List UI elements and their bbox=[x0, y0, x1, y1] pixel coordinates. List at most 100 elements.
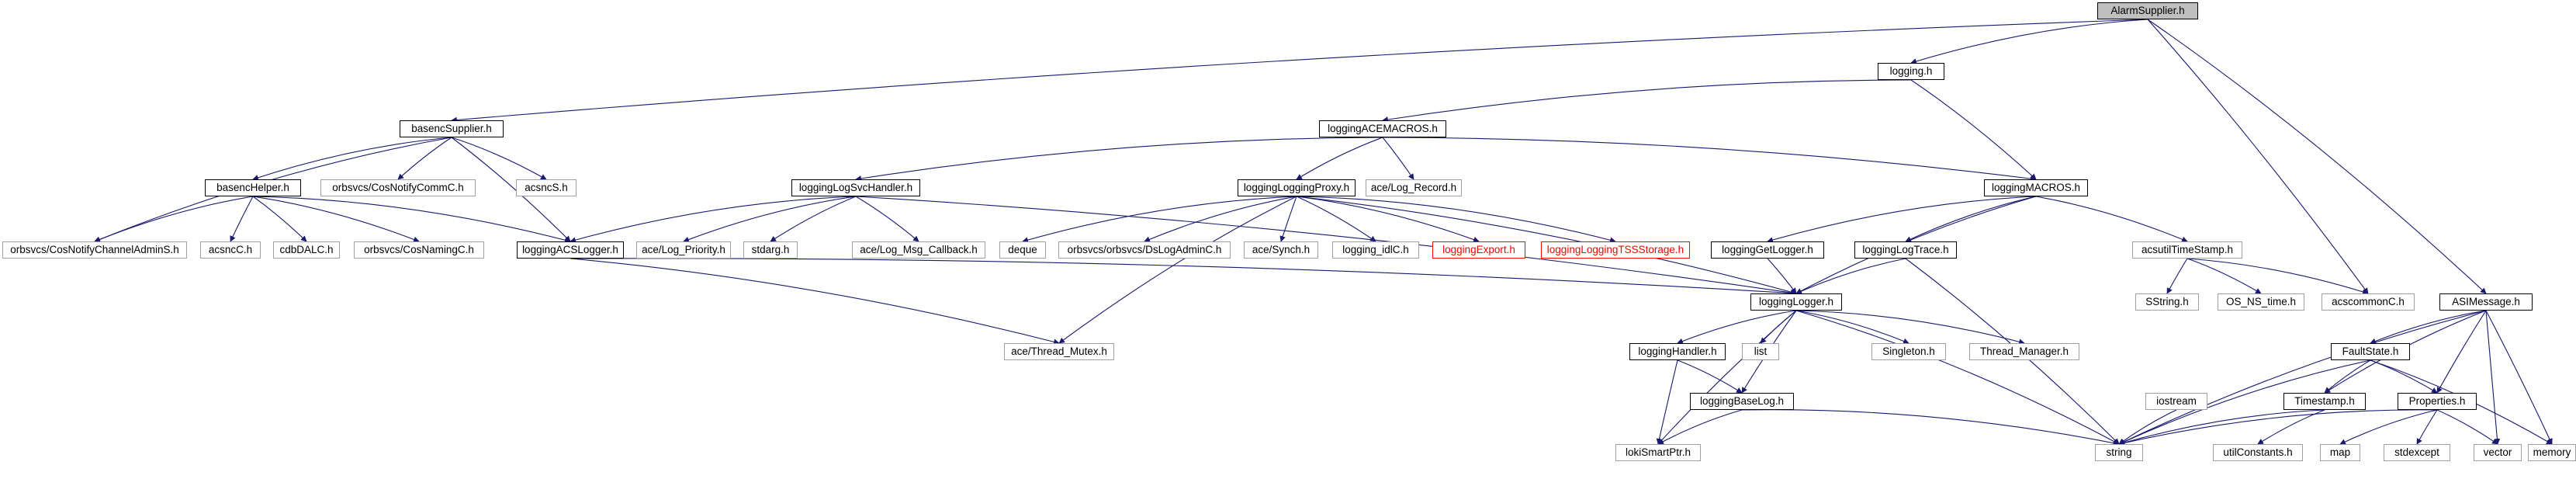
graph-node-acelogpriority[interactable]: ace/Log_Priority.h bbox=[636, 241, 731, 259]
graph-node-logginghandler[interactable]: loggingHandler.h bbox=[1629, 343, 1726, 360]
edge-logginglogger-to-singleton bbox=[1795, 310, 1909, 344]
edge-loggingloggingproxy-to-loggingexport bbox=[1296, 196, 1480, 243]
edge-loggingbaselog-to-lokismartptr bbox=[1657, 409, 1743, 445]
edge-basencsupplier-to-basenchelper bbox=[252, 137, 452, 181]
edge-basenchelper-to-cosnamingc bbox=[252, 196, 420, 243]
edge-logging-to-loggingacemacros bbox=[1382, 79, 1912, 123]
graph-node-cdbdalc[interactable]: cdbDALC.h bbox=[273, 241, 340, 259]
graph-node-cosnotifychanneladmins[interactable]: orbsvcs/CosNotifyChannelAdminS.h bbox=[2, 241, 187, 259]
edge-loggingloggingproxy-to-deque bbox=[1022, 196, 1297, 243]
graph-node-logginglogtrace[interactable]: loggingLogTrace.h bbox=[1854, 241, 1957, 259]
edge-loggingmacros-to-acsutiltimestamp bbox=[2035, 196, 2188, 242]
graph-node-loggingacslogger[interactable]: loggingACSLogger.h bbox=[517, 241, 624, 259]
graph-node-logginglogger[interactable]: loggingLogger.h bbox=[1750, 293, 1842, 311]
graph-node-loggingidlc[interactable]: logging_idlC.h bbox=[1332, 241, 1419, 259]
graph-node-basenchelper[interactable]: basencHelper.h bbox=[205, 179, 301, 196]
graph-node-cosnamingc[interactable]: orbsvcs/CosNamingC.h bbox=[354, 241, 484, 259]
edge-basencsupplier-to-acsncs bbox=[451, 137, 547, 180]
edge-asimessage-to-properties bbox=[2436, 310, 2487, 394]
edge-loggingloggingproxy-to-dslogadminc bbox=[1144, 196, 1297, 242]
edge-loggingacemacros-to-logginglogsvchandler bbox=[855, 137, 1383, 182]
edge-faultstate-to-properties bbox=[2370, 359, 2438, 394]
edge-basenchelper-to-cdbdalc bbox=[252, 196, 307, 242]
edge-logginglogsvchandler-to-acelogpriority bbox=[683, 196, 857, 243]
edge-loggingloggingproxy-to-acesynch bbox=[1279, 196, 1297, 242]
graph-node-faultstate[interactable]: FaultState.h bbox=[2331, 343, 2410, 360]
graph-node-memory[interactable]: memory bbox=[2528, 444, 2576, 461]
edge-loggingloggingproxy-to-loggingidlc bbox=[1296, 196, 1376, 242]
edge-asimessage-to-memory bbox=[2485, 310, 2553, 445]
edge-basenchelper-to-loggingacslogger bbox=[252, 196, 571, 243]
edge-logginglogger-to-threadmanager bbox=[1795, 310, 2025, 345]
graph-node-logginggetlogger[interactable]: loggingGetLogger.h bbox=[1711, 241, 1824, 259]
graph-node-acelogrecord[interactable]: ace/Log_Record.h bbox=[1366, 179, 1462, 196]
graph-node-singleton[interactable]: Singleton.h bbox=[1871, 343, 1946, 360]
edge-logginglogger-to-lokismartptr bbox=[1657, 310, 1797, 445]
graph-node-dslogadminc[interactable]: orbsvcs/orbsvcs/DsLogAdminC.h bbox=[1058, 241, 1231, 259]
graph-node-deque[interactable]: deque bbox=[999, 241, 1046, 259]
edge-acsutiltimestamp-to-osnstime bbox=[2186, 258, 2262, 294]
graph-node-vector[interactable]: vector bbox=[2474, 444, 2522, 461]
edge-iostream-to-string bbox=[2118, 409, 2177, 445]
edge-timestamp-to-string bbox=[2118, 409, 2325, 446]
graph-node-alarmsupplier[interactable]: AlarmSupplier.h bbox=[2097, 2, 2198, 19]
edge-logginghandler-to-loggingbaselog bbox=[1677, 359, 1743, 394]
graph-node-properties[interactable]: Properties.h bbox=[2398, 393, 2477, 410]
graph-node-acesynch[interactable]: ace/Synch.h bbox=[1244, 241, 1318, 259]
graph-node-loggingtssstorage[interactable]: loggingLoggingTSSStorage.h bbox=[1541, 241, 1690, 259]
graph-node-basencsupplier[interactable]: basencSupplier.h bbox=[400, 120, 504, 137]
graph-node-osnstime[interactable]: OS_NS_time.h bbox=[2218, 293, 2304, 311]
edge-logginglogtrace-to-logginglogger bbox=[1795, 258, 1906, 294]
edge-acsutiltimestamp-to-sstring bbox=[2166, 258, 2188, 294]
edge-properties-to-vector bbox=[2436, 409, 2498, 445]
edge-loggingacslogger-to-logginglogger bbox=[570, 258, 1797, 297]
graph-node-threadmanager[interactable]: Thread_Manager.h bbox=[1969, 343, 2079, 360]
graph-node-asimessage[interactable]: ASIMessage.h bbox=[2439, 293, 2533, 311]
graph-node-cosnotifycommc[interactable]: orbsvcs/CosNotifyCommC.h bbox=[320, 179, 476, 196]
graph-node-loggingloggingproxy[interactable]: loggingLoggingProxy.h bbox=[1238, 179, 1356, 196]
graph-node-acelogmsgcallback[interactable]: ace/Log_Msg_Callback.h bbox=[852, 241, 985, 259]
graph-node-string[interactable]: string bbox=[2095, 444, 2143, 461]
edge-loggingacslogger-to-acethreadmutex bbox=[570, 258, 1060, 345]
graph-node-loggingbaselog[interactable]: loggingBaseLog.h bbox=[1690, 393, 1794, 410]
graph-node-acsutiltimestamp[interactable]: acsutilTimeStamp.h bbox=[2132, 241, 2242, 259]
edge-basenchelper-to-cosnotifychanneladmins bbox=[94, 196, 254, 242]
edge-asimessage-to-vector bbox=[2485, 310, 2501, 445]
graph-node-lokismartptr[interactable]: lokiSmartPtr.h bbox=[1615, 444, 1701, 461]
edge-logginglogsvchandler-to-loggingacslogger bbox=[570, 196, 857, 243]
edge-logginglogger-to-string bbox=[1795, 310, 2120, 445]
graph-node-logging[interactable]: logging.h bbox=[1878, 63, 1944, 80]
edge-logginglogsvchandler-to-acelogmsgcallback bbox=[855, 196, 919, 242]
edge-logginglogsvchandler-to-stdarg bbox=[770, 196, 857, 242]
edge-logginghandler-to-lokismartptr bbox=[1656, 359, 1678, 445]
graph-node-stdexcept[interactable]: stdexcept bbox=[2384, 444, 2450, 461]
graph-node-list[interactable]: list bbox=[1742, 343, 1779, 360]
graph-node-loggingacemacros[interactable]: loggingACEMACROS.h bbox=[1319, 120, 1446, 137]
graph-node-loggingexport[interactable]: loggingExport.h bbox=[1432, 241, 1525, 259]
edge-properties-to-map bbox=[2339, 409, 2438, 445]
edge-logginglogger-to-list bbox=[1760, 310, 1797, 344]
graph-node-loggingmacros[interactable]: loggingMACROS.h bbox=[1984, 179, 2088, 196]
graph-node-stdarg[interactable]: stdarg.h bbox=[743, 241, 798, 259]
edge-asimessage-to-faultstate bbox=[2370, 310, 2487, 344]
graph-node-acethreadmutex[interactable]: ace/Thread_Mutex.h bbox=[1004, 343, 1114, 360]
edge-logginggetlogger-to-logginglogger bbox=[1767, 258, 1797, 294]
graph-node-utilconstants[interactable]: utilConstants.h bbox=[2213, 444, 2303, 461]
edge-loggingloggingproxy-to-loggingtssstorage bbox=[1296, 196, 1616, 243]
edge-loggingbaselog-to-string bbox=[1741, 409, 2120, 446]
edge-alarmsupplier-to-logging bbox=[1910, 19, 2148, 64]
graph-node-iostream[interactable]: iostream bbox=[2145, 393, 2207, 410]
graph-node-acsncs[interactable]: acsncS.h bbox=[516, 179, 576, 196]
graph-node-acscommonc[interactable]: acscommonC.h bbox=[2322, 293, 2415, 311]
edge-loggingmacros-to-logginglogtrace bbox=[1905, 196, 2037, 242]
graph-node-acsncc[interactable]: acsncC.h bbox=[200, 241, 261, 259]
graph-node-logginglogsvchandler[interactable]: loggingLogSvcHandler.h bbox=[791, 179, 920, 196]
graph-node-map[interactable]: map bbox=[2320, 444, 2360, 461]
edge-timestamp-to-utilconstants bbox=[2257, 409, 2325, 445]
graph-node-sstring[interactable]: SString.h bbox=[2135, 293, 2199, 311]
graph-node-timestamp[interactable]: Timestamp.h bbox=[2283, 393, 2366, 410]
edge-loggingacemacros-to-loggingmacros bbox=[1382, 137, 2037, 182]
edge-acsutiltimestamp-to-acscommonc bbox=[2186, 258, 2369, 295]
edge-properties-to-stdexcept bbox=[2416, 409, 2438, 445]
